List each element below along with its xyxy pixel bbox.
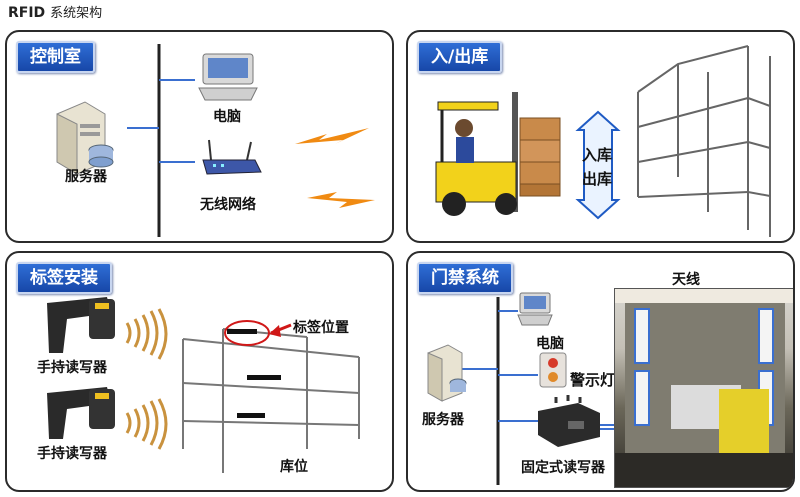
handheld-reader-2-label: 手持读写器 [37, 446, 107, 462]
server-icon [56, 101, 114, 175]
tag-install-title: 标签安装 [16, 262, 112, 294]
storage-rack-icon [637, 45, 771, 237]
control-wireless-label: 无线网络 [200, 197, 256, 213]
control-computer-label: 电脑 [213, 109, 241, 125]
panel-tag-install: 手持读写器 手持读写器 标签位置 库位 标签安装 [5, 251, 394, 492]
in-label: 入库 [582, 146, 613, 164]
in-out-arrow-icon [575, 110, 621, 220]
storage-bay-label: 库位 [280, 459, 308, 475]
control-server-label: 服务器 [65, 169, 107, 185]
access-computer-label: 电脑 [536, 336, 564, 352]
tagged-rack-icon [182, 320, 360, 473]
handheld-reader-icon [47, 387, 168, 450]
page-title: RFID 系统架构 [8, 5, 103, 21]
panel-access-control: 服务器 电脑 警示灯 固定式读写器 天线 [406, 251, 795, 492]
server-icon [427, 344, 467, 402]
out-label: 出库 [582, 170, 613, 188]
fixed-reader-label: 固定式读写器 [521, 460, 605, 476]
warehouse-door-photo [614, 288, 793, 488]
tag-position-label: 标签位置 [293, 320, 349, 336]
handheld-reader-icon [47, 297, 168, 360]
antenna-label: 天线 [672, 272, 700, 288]
panel-warehouse-io: 入库 出库 入/出库 [406, 30, 795, 243]
warning-light-icon [539, 352, 567, 388]
access-control-title: 门禁系统 [417, 262, 513, 294]
control-room-diagram [127, 44, 195, 237]
computer-icon [198, 53, 258, 101]
handheld-reader-1-label: 手持读写器 [37, 360, 107, 376]
access-server-label: 服务器 [422, 412, 464, 428]
forklift-icon [435, 92, 561, 216]
warehouse-io-title: 入/出库 [417, 41, 503, 73]
wireless-signal-icon [295, 128, 375, 208]
router-icon [202, 139, 262, 175]
computer-icon [517, 292, 553, 326]
fixed-reader-icon [538, 395, 600, 447]
warning-light-label: 警示灯 [570, 371, 616, 389]
control-room-title: 控制室 [16, 41, 95, 73]
panel-control-room: 服务器 电脑 无线网络 控制室 [5, 30, 394, 243]
door-scene-icon [615, 289, 793, 487]
